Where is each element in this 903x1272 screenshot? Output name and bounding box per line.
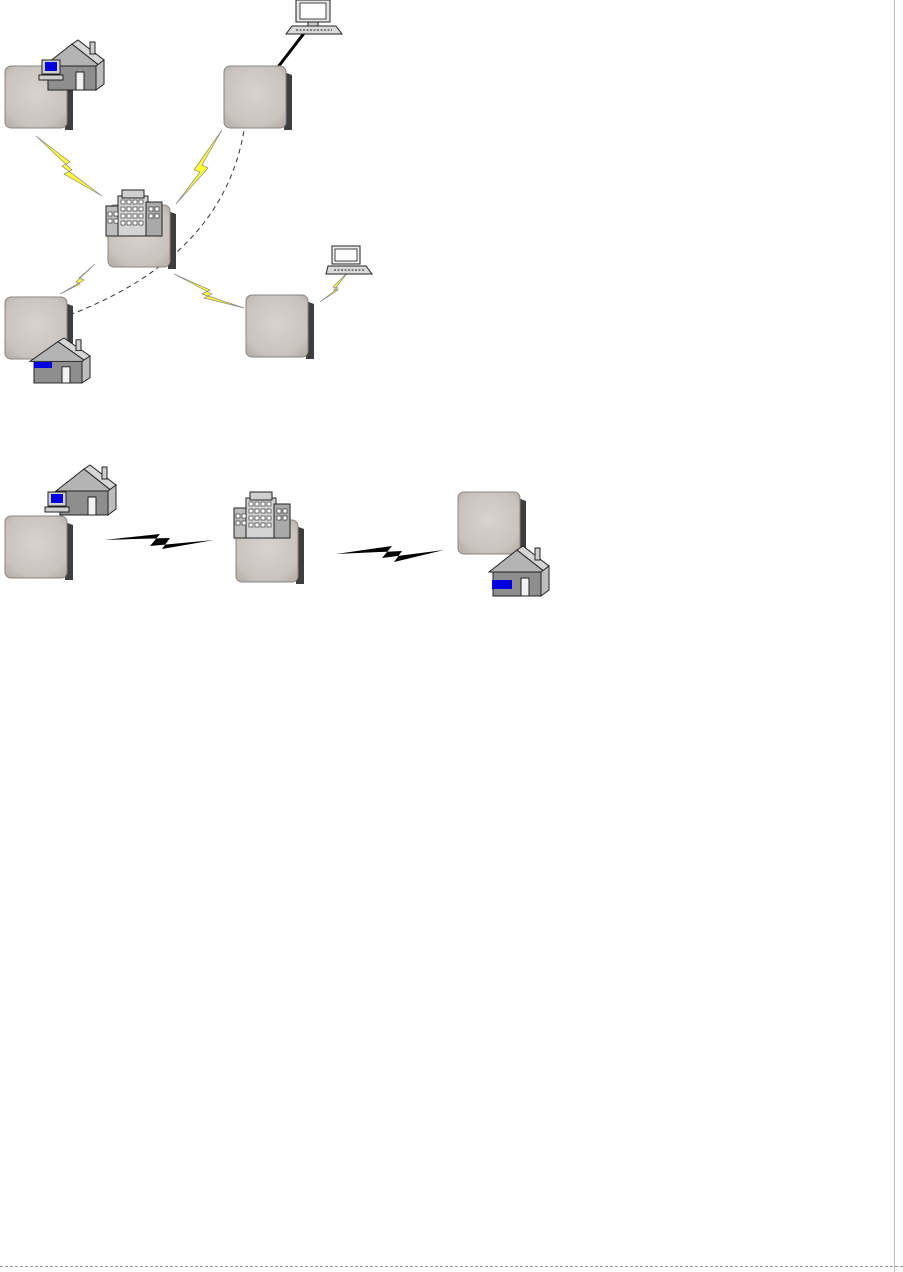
computer-icon — [39, 60, 63, 80]
lightning-bolt-icon — [174, 274, 244, 308]
house-window-icon — [34, 362, 52, 368]
repeater-chain-diagram — [5, 465, 549, 596]
lightning-bolt-icon — [60, 264, 95, 294]
house-window-icon — [492, 580, 512, 589]
endpoint-right — [458, 492, 549, 596]
desktop-computer-icon — [286, 0, 342, 34]
remote-unit-top-right — [224, 66, 292, 130]
lightning-bolt-icon — [320, 272, 348, 302]
remote-unit-bottom-left — [5, 297, 90, 383]
point-to-multipoint-diagram — [5, 0, 372, 383]
office-building-icon — [234, 492, 290, 538]
laptop-icon — [326, 246, 372, 274]
repeater — [234, 492, 304, 584]
lightning-bolt-icon — [104, 534, 214, 549]
lightning-bolt-icon — [36, 136, 102, 196]
antenna-panel-icon — [458, 492, 526, 556]
lightning-bolt-icon — [336, 546, 444, 562]
base-station — [106, 190, 176, 269]
remote-unit-top-left — [5, 40, 104, 130]
lightning-bolt-icon — [176, 130, 222, 204]
remote-unit-bottom-right — [246, 295, 314, 359]
antenna-panel-icon — [5, 516, 73, 580]
office-building-icon — [106, 190, 162, 236]
computer-icon — [45, 492, 69, 512]
antenna-panel-icon — [224, 66, 292, 130]
antenna-panel-icon — [246, 295, 314, 359]
endpoint-left — [5, 465, 116, 580]
